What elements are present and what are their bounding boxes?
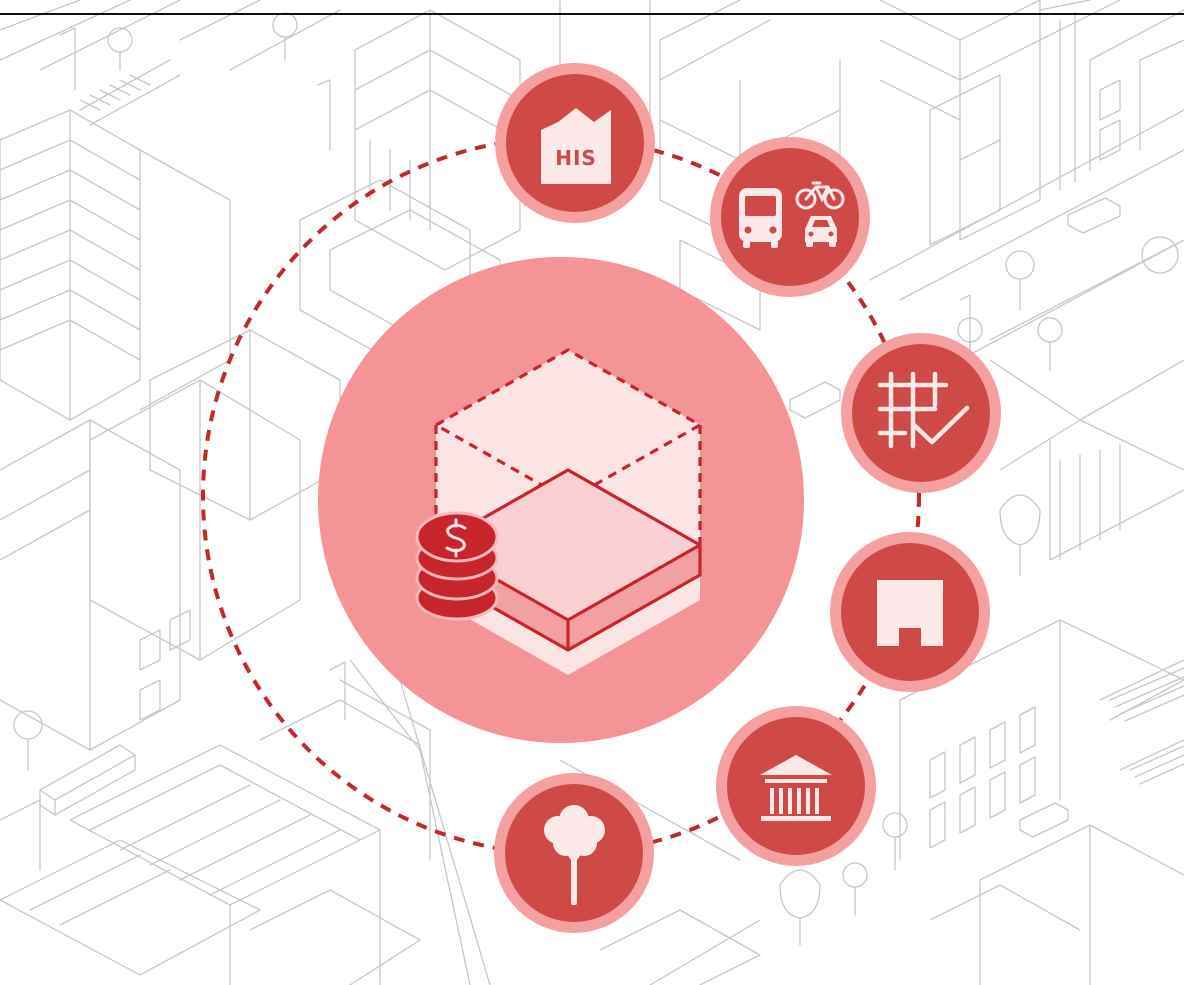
center-node: [318, 257, 804, 743]
bus-bicycle-car-icon: [739, 181, 845, 248]
top-rule: [0, 13, 1184, 15]
dashed-volume-with-built-base-and-coins-icon: [415, 348, 704, 675]
node-housing: HIS: [495, 63, 655, 223]
node-green: [494, 773, 654, 933]
building-block-icon: [877, 580, 943, 646]
node-regulation: [841, 333, 1001, 493]
node-public: [716, 706, 876, 866]
tree-icon: [544, 805, 605, 905]
grid-checkmark-icon: [877, 371, 970, 449]
node-mobility: [710, 137, 870, 297]
institution-columns-icon: [760, 755, 832, 821]
house-his-icon: HIS: [541, 108, 611, 184]
his-label: HIS: [555, 146, 597, 170]
node-building: [830, 532, 990, 692]
coin-stack-icon: [415, 511, 499, 621]
